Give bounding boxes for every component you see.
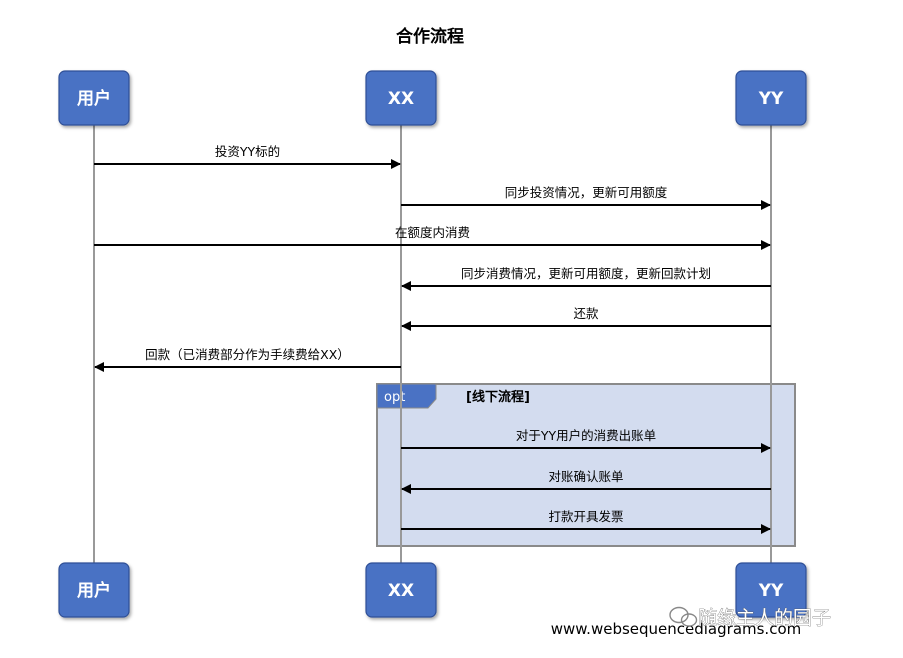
participant-bottom: 用户	[58, 562, 130, 618]
opt-fragment-condition: [线下流程]	[466, 389, 530, 405]
message-label: 对于YY用户的消费出账单	[516, 428, 656, 443]
opt-message: 对账确认账单	[401, 469, 771, 494]
participant-top: 用户	[58, 70, 130, 126]
opt-message: 对于YY用户的消费出账单	[401, 428, 771, 453]
participant-top: YY	[735, 70, 807, 126]
participants-top: 用户 XX YY	[58, 70, 807, 126]
message-label: 对账确认账单	[548, 469, 623, 484]
message-label: 投资YY标的	[215, 144, 280, 159]
message-label: 打款开具发票	[548, 509, 623, 524]
message: 还款	[401, 306, 771, 331]
wechat-icon	[669, 606, 698, 627]
participant-box	[735, 70, 807, 126]
participant-box	[58, 70, 130, 126]
message-label: 还款	[573, 306, 599, 321]
message: 回款（已消费部分作为手续费给XX）	[94, 347, 401, 372]
participant-name: XX	[388, 581, 414, 601]
message-label: 回款（已消费部分作为手续费给XX）	[145, 347, 350, 362]
message-label: 在额度内消费	[395, 225, 470, 240]
participant-box	[365, 70, 437, 126]
footer-credit: www.websequencediagrams.com	[551, 620, 802, 638]
diagram-title: 合作流程	[396, 26, 464, 47]
participant-bottom: YY	[735, 562, 807, 618]
opt-message: 打款开具发票	[401, 509, 771, 534]
participant-name: XX	[388, 89, 414, 109]
message-label: 同步投资情况，更新可用额度	[505, 185, 668, 200]
opt-fragment-label: opt	[384, 390, 405, 405]
participant-name: 用户	[77, 580, 111, 601]
opt-fragment-tab	[376, 383, 437, 409]
participant-box	[735, 562, 807, 618]
message: 同步消费情况，更新可用额度，更新回款计划	[401, 266, 771, 291]
participant-box	[365, 562, 437, 618]
message: 在额度内消费	[94, 225, 771, 250]
message: 投资YY标的	[94, 144, 401, 169]
opt-fragment-box	[376, 383, 796, 547]
participants-bottom: 用户 XX YY	[58, 562, 807, 618]
participant-name: 用户	[77, 88, 111, 109]
message-label: 同步消费情况，更新可用额度，更新回款计划	[461, 266, 711, 281]
participant-name: YY	[758, 89, 784, 109]
watermark: 随缘主人的园子	[669, 606, 831, 629]
participant-name: YY	[758, 581, 784, 601]
message: 同步投资情况，更新可用额度	[401, 185, 771, 210]
participant-bottom: XX	[365, 562, 437, 618]
participant-top: XX	[365, 70, 437, 126]
messages: 投资YY标的同步投资情况，更新可用额度在额度内消费同步消费情况，更新可用额度，更…	[94, 144, 771, 534]
opt-fragment: opt [线下流程]	[376, 383, 796, 547]
participant-box	[58, 562, 130, 618]
watermark-text: 随缘主人的园子	[698, 607, 831, 629]
